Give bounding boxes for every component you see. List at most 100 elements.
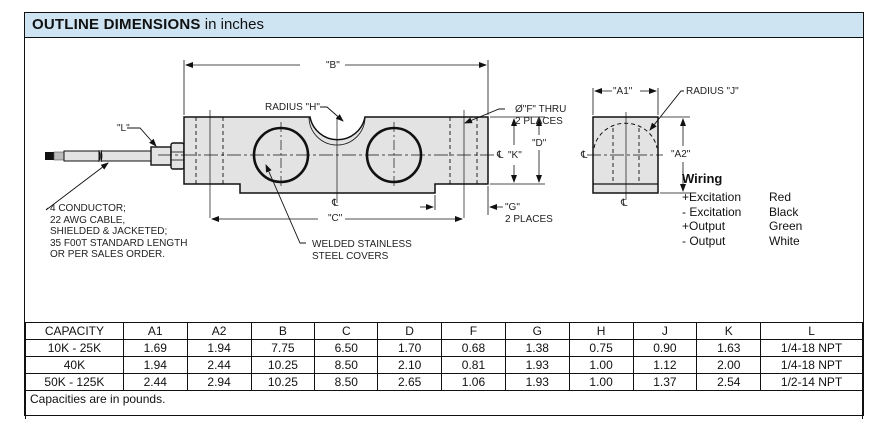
table-cell: 1/4-18 NPT bbox=[760, 356, 863, 374]
table-cell: 6.50 bbox=[314, 339, 379, 357]
table-cell: 1/2-14 NPT bbox=[760, 373, 863, 391]
label-b: "B" bbox=[326, 60, 340, 71]
wiring-row: - Excitation Black bbox=[682, 205, 802, 220]
dimension-b bbox=[183, 60, 489, 115]
cable bbox=[45, 142, 185, 170]
end-view-body bbox=[592, 116, 659, 194]
cable-note: 4 CONDUCTOR; 22 AWG CABLE, SHIELDED & JA… bbox=[50, 203, 188, 260]
table-cell: 7.75 bbox=[250, 339, 316, 357]
table-cell: 1.94 bbox=[122, 356, 188, 374]
table-cell: A1 bbox=[122, 322, 188, 340]
wiring-color: Green bbox=[769, 219, 803, 233]
table-cell: K bbox=[696, 322, 762, 340]
wiring-row: - Output White bbox=[682, 234, 802, 249]
radius-j-arc bbox=[593, 122, 658, 149]
table-cell: 2.00 bbox=[696, 356, 762, 374]
label-radius-h: RADIUS "H" bbox=[265, 102, 320, 113]
table-cell: H bbox=[568, 322, 634, 340]
wiring-color: White bbox=[769, 233, 800, 248]
label-g: "G" 2 PLACES bbox=[505, 202, 553, 225]
table-cell: 2.10 bbox=[377, 356, 443, 374]
table-cell: 8.50 bbox=[314, 356, 379, 374]
table-footnote: Capacities are in pounds. bbox=[25, 390, 863, 419]
label-l: "L" bbox=[117, 123, 130, 134]
dimension-k-d bbox=[490, 116, 545, 185]
cable-break bbox=[98, 149, 103, 163]
header-title: OUTLINE DIMENSIONS bbox=[32, 16, 201, 33]
table-cell: 10.25 bbox=[250, 356, 316, 374]
table-cell: C bbox=[314, 322, 379, 340]
label-radius-j: RADIUS "J" bbox=[686, 86, 739, 97]
table-cell: 1.37 bbox=[632, 373, 698, 391]
label-k: "K" bbox=[508, 150, 522, 162]
label-f-thru: Ø"F" THRU 2 PLACES bbox=[515, 104, 567, 127]
table-cell: 50K - 125K bbox=[25, 373, 124, 391]
table-cell: J bbox=[632, 322, 698, 340]
table-cell: 10.25 bbox=[250, 373, 316, 391]
table-cell: 8.50 bbox=[314, 373, 379, 391]
table-cell: 1.70 bbox=[377, 339, 443, 357]
table-cell: 0.81 bbox=[441, 356, 506, 374]
load-cell-end-view bbox=[587, 88, 690, 200]
table-footnote-row: Capacities are in pounds. bbox=[25, 390, 863, 419]
cable-jacket-left bbox=[63, 150, 100, 162]
table-cell: 1.93 bbox=[504, 356, 570, 374]
table-cell: CAPACITY bbox=[25, 322, 124, 340]
table-cell: 1.12 bbox=[632, 356, 698, 374]
table-cell: D bbox=[377, 322, 443, 340]
wiring-signal: - Output bbox=[682, 233, 726, 248]
label-a1: "A1" bbox=[613, 86, 633, 97]
table-cell: 2.94 bbox=[186, 373, 252, 391]
centerline-symbol-side: ℄ bbox=[497, 150, 504, 161]
dimension-g bbox=[420, 186, 503, 215]
outline-dimensions-panel: OUTLINE DIMENSIONS in inches bbox=[24, 12, 864, 416]
load-cell-side-view bbox=[158, 110, 500, 218]
table-cell: 1.63 bbox=[696, 339, 762, 357]
table-cell: 2.44 bbox=[186, 356, 252, 374]
table-cell: 0.68 bbox=[441, 339, 506, 357]
centerline-symbol-bottom: ℄ bbox=[332, 198, 339, 209]
label-c: "C" bbox=[328, 213, 343, 224]
table-cell: 1/4-18 NPT bbox=[760, 339, 863, 357]
table-cell: 2.65 bbox=[377, 373, 443, 391]
wiring-row: +Excitation Red bbox=[682, 190, 802, 205]
table-cell: 1.06 bbox=[441, 373, 506, 391]
label-d: "D" bbox=[532, 138, 547, 150]
table-cell: 40K bbox=[25, 356, 124, 374]
table-cell: B bbox=[250, 322, 316, 340]
table-cell: 0.75 bbox=[568, 339, 634, 357]
table-cell: A2 bbox=[186, 322, 252, 340]
table-cell: 1.00 bbox=[568, 373, 634, 391]
cable-conductor-tip bbox=[45, 152, 54, 160]
table-cell: 2.44 bbox=[122, 373, 188, 391]
wiring-color: Black bbox=[769, 204, 799, 219]
table-cell: 1.94 bbox=[186, 339, 252, 357]
table-cell: 0.90 bbox=[632, 339, 698, 357]
table-cell: F bbox=[441, 322, 506, 340]
panel-header: OUTLINE DIMENSIONS in inches bbox=[25, 13, 863, 38]
wiring-color: Red bbox=[769, 190, 792, 204]
table-cell: 1.00 bbox=[568, 356, 634, 374]
table-cell: G bbox=[504, 322, 570, 340]
table-cell: 1.93 bbox=[504, 373, 570, 391]
table-cell: 1.69 bbox=[122, 339, 188, 357]
centerline-symbol-end-bottom: ℄ bbox=[621, 198, 628, 209]
table-cell: 10K - 25K bbox=[25, 339, 124, 357]
centerline-symbol-end-left: ℄ bbox=[581, 150, 588, 161]
leader-lines bbox=[45, 106, 505, 244]
wiring-signal: +Output bbox=[682, 219, 726, 233]
wiring-title: Wiring bbox=[682, 171, 723, 186]
label-a2: "A2" bbox=[671, 149, 691, 161]
header-subtitle: in inches bbox=[200, 16, 264, 33]
table-cell: 1.38 bbox=[504, 339, 570, 357]
covers-note: WELDED STAINLESS STEEL COVERS bbox=[312, 239, 412, 262]
table-cell: L bbox=[760, 322, 863, 340]
wiring-signal: +Excitation bbox=[682, 190, 742, 204]
wiring-signal: - Excitation bbox=[682, 204, 742, 219]
wiring-row: +Output Green bbox=[682, 219, 802, 234]
